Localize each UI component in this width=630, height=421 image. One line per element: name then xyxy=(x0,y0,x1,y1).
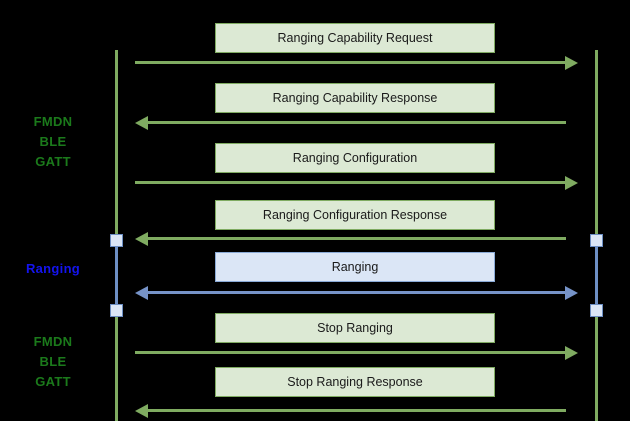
message-arrow-line xyxy=(148,291,565,294)
message-arrow-head-right xyxy=(565,285,578,300)
message-label: Stop Ranging Response xyxy=(287,375,423,389)
message-arrow-head-left xyxy=(135,115,148,130)
message-arrow-line xyxy=(148,237,566,240)
message-arrow-line xyxy=(135,351,565,354)
phase-label: Ranging xyxy=(25,261,81,276)
message-label: Ranging Configuration Response xyxy=(262,208,448,222)
left-ranging-activation xyxy=(115,240,118,310)
right-ranging-activation-marker-end xyxy=(590,303,603,317)
phase-label: FMDN BLE GATT xyxy=(33,114,73,169)
message-arrow-line xyxy=(135,181,565,184)
message-label: Ranging xyxy=(331,260,379,274)
right-ranging-activation-marker-start xyxy=(590,233,603,247)
message-arrow-line xyxy=(148,409,566,412)
message-arrow-head-right xyxy=(565,55,578,70)
message-arrow-line xyxy=(135,61,565,64)
left-ranging-activation-marker-end xyxy=(110,303,123,317)
message-label: Ranging Capability Response xyxy=(272,91,438,105)
message-box: Ranging Capability Request xyxy=(215,23,495,53)
message-arrow-head-left xyxy=(135,231,148,246)
message-box: Ranging xyxy=(215,252,495,282)
message-box: Ranging Capability Response xyxy=(215,83,495,113)
message-box: Ranging Configuration Response xyxy=(215,200,495,230)
message-arrow-head-left xyxy=(135,403,148,418)
message-arrow-head-right xyxy=(565,175,578,190)
message-label: Stop Ranging xyxy=(317,321,393,335)
left-ranging-activation-marker-start xyxy=(110,233,123,247)
phase-label: FMDN BLE GATT xyxy=(33,334,73,389)
message-box: Stop Ranging xyxy=(215,313,495,343)
message-box: Ranging Configuration xyxy=(215,143,495,173)
message-arrow-head-left xyxy=(135,285,148,300)
message-box: Stop Ranging Response xyxy=(215,367,495,397)
message-arrow-line xyxy=(148,121,566,124)
message-arrow-head-right xyxy=(565,345,578,360)
right-ranging-activation xyxy=(595,240,598,310)
message-label: Ranging Capability Request xyxy=(277,31,433,45)
message-label: Ranging Configuration xyxy=(292,151,418,165)
